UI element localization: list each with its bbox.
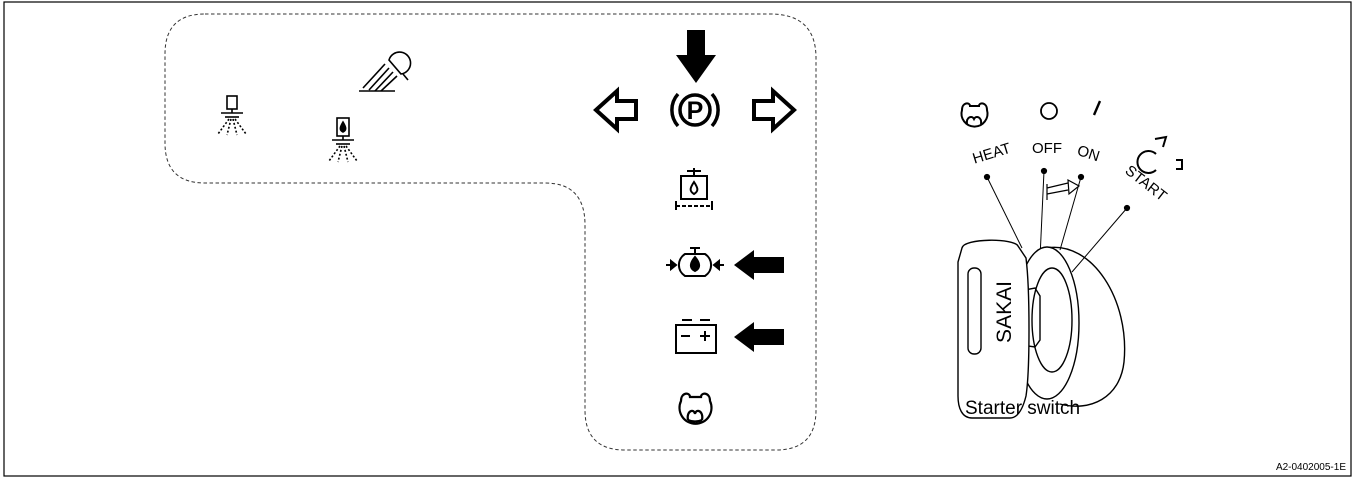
warning-arrow-left-icon — [734, 322, 784, 352]
ignition-key: SAKAI — [957, 239, 1030, 419]
label-on: ON — [1075, 142, 1102, 165]
rotation-arrow-icon — [1046, 178, 1081, 200]
off-circle-icon — [1040, 102, 1058, 120]
ignition-cylinder — [1013, 246, 1126, 407]
engine-start-icon — [1136, 135, 1183, 174]
rear-sprinkler-icon — [328, 117, 358, 163]
right-turn-indicator-icon — [752, 86, 797, 134]
on-slash-icon — [1092, 100, 1102, 116]
figure-frame — [3, 1, 1352, 477]
front-sprinkler-icon — [217, 95, 247, 136]
warning-arrow-down-icon — [676, 30, 716, 83]
left-turn-indicator-icon — [593, 86, 638, 134]
starter-switch-caption: Starter switch — [965, 398, 1080, 419]
warning-arrow-left-icon — [734, 250, 784, 280]
work-light-icon — [359, 51, 412, 92]
glow-plug-icon — [678, 392, 713, 425]
figure-id: A2-0402005-1E — [1276, 462, 1346, 473]
water-level-icon — [675, 168, 713, 210]
label-start: START — [1122, 162, 1170, 205]
label-heat: HEAT — [971, 140, 1013, 168]
glow-plug-icon — [960, 102, 989, 128]
parking-brake-icon: P — [670, 92, 720, 128]
position-pointer-lines — [983, 167, 1131, 273]
key-brand-label: SAKAI — [993, 281, 1016, 343]
engine-oil-pressure-icon — [666, 247, 724, 277]
dashed-panel-outline — [164, 13, 817, 451]
battery-charge-icon — [675, 319, 717, 354]
label-off: OFF — [1032, 140, 1062, 157]
svg-text:P: P — [687, 97, 704, 125]
